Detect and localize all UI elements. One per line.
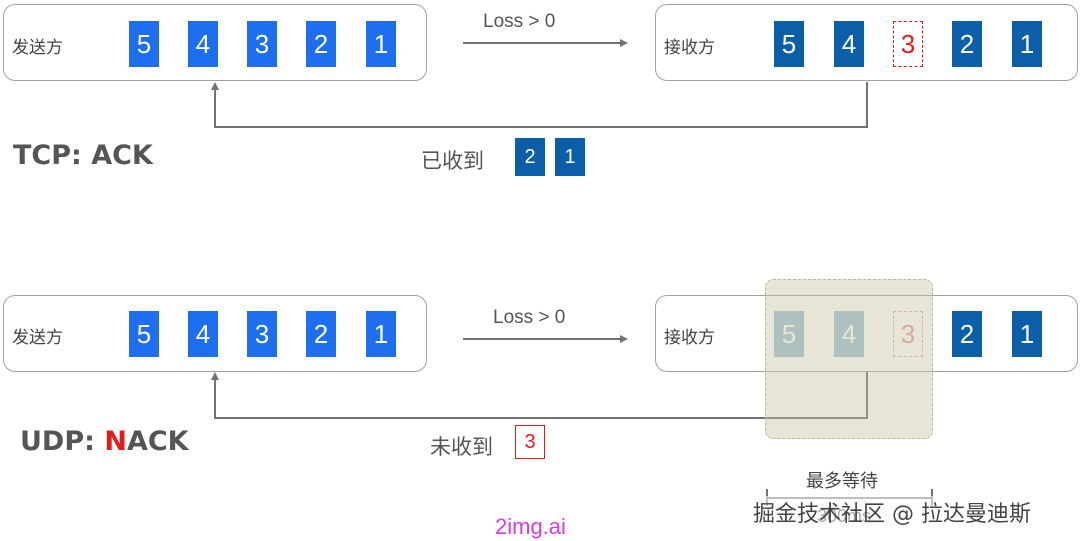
tcp-return-down-line bbox=[866, 82, 868, 127]
udp-proto-rest: ACK bbox=[126, 426, 189, 457]
tcp-sender-label: 发送方 bbox=[12, 38, 63, 58]
udp-sender-packet-3: 3 bbox=[247, 311, 277, 357]
udp-receiver-packet-2: 2 bbox=[952, 311, 982, 357]
wait-max-label: 最多等待 bbox=[806, 471, 878, 492]
tcp-return-arrowhead bbox=[211, 82, 219, 90]
udp-nack-packet-3: 3 bbox=[515, 425, 545, 459]
udp-forward-arrow-line bbox=[463, 338, 621, 340]
tcp-loss-label: Loss > 0 bbox=[483, 11, 556, 32]
udp-receiver-label: 接收方 bbox=[664, 328, 715, 348]
udp-receiver-box bbox=[655, 295, 1078, 372]
brand-watermark: 2img.ai bbox=[495, 514, 566, 539]
udp-proto-n: N bbox=[104, 426, 127, 457]
udp-protocol-title: UDP: NACK bbox=[20, 426, 189, 457]
udp-sender-label: 发送方 bbox=[12, 328, 63, 348]
udp-forward-arrowhead bbox=[620, 335, 628, 343]
udp-receiver-packet-5: 5 bbox=[774, 311, 804, 357]
tcp-ack-packet-2: 2 bbox=[515, 138, 545, 176]
tcp-receiver-packet-2: 2 bbox=[952, 21, 982, 67]
udp-return-up-line bbox=[214, 380, 216, 418]
udp-sender-packet-5: 5 bbox=[129, 311, 159, 357]
tcp-sender-packet-4: 4 bbox=[188, 21, 218, 67]
tcp-forward-arrowhead bbox=[620, 39, 628, 47]
udp-loss-label: Loss > 0 bbox=[493, 307, 566, 328]
tcp-receiver-box bbox=[655, 4, 1078, 81]
tcp-receiver-lost-packet-3: 3 bbox=[893, 21, 923, 67]
tcp-ack-label: 已收到 bbox=[421, 149, 484, 173]
udp-proto-prefix: UDP: bbox=[20, 426, 105, 457]
udp-sender-packet-4: 4 bbox=[188, 311, 218, 357]
udp-receiver-packet-4: 4 bbox=[834, 311, 864, 357]
tcp-forward-arrow-line bbox=[463, 42, 621, 44]
tcp-sender-packet-1: 1 bbox=[366, 21, 396, 67]
udp-nack-label: 未收到 bbox=[430, 435, 493, 459]
tcp-receiver-packet-5: 5 bbox=[774, 21, 804, 67]
udp-return-arrowhead bbox=[211, 372, 219, 380]
tcp-protocol-title: TCP: ACK bbox=[13, 140, 153, 171]
tcp-sender-packet-3: 3 bbox=[247, 21, 277, 67]
wait-window-region bbox=[765, 279, 933, 439]
udp-return-down-line bbox=[866, 372, 868, 418]
udp-return-horizontal-line bbox=[214, 417, 868, 419]
tcp-ack-packet-1: 1 bbox=[555, 138, 585, 176]
tcp-sender-packet-5: 5 bbox=[129, 21, 159, 67]
tcp-receiver-label: 接收方 bbox=[664, 38, 715, 58]
source-watermark: 掘金技术社区 @ 拉达曼迪斯 bbox=[753, 496, 1031, 528]
tcp-receiver-packet-4: 4 bbox=[834, 21, 864, 67]
tcp-sender-packet-2: 2 bbox=[306, 21, 336, 67]
udp-sender-packet-2: 2 bbox=[306, 311, 336, 357]
tcp-receiver-packet-1: 1 bbox=[1012, 21, 1042, 67]
udp-receiver-packet-1: 1 bbox=[1012, 311, 1042, 357]
tcp-return-up-line bbox=[214, 90, 216, 127]
udp-receiver-lost-packet-3: 3 bbox=[893, 311, 923, 357]
tcp-return-horizontal-line bbox=[214, 126, 868, 128]
udp-sender-packet-1: 1 bbox=[366, 311, 396, 357]
